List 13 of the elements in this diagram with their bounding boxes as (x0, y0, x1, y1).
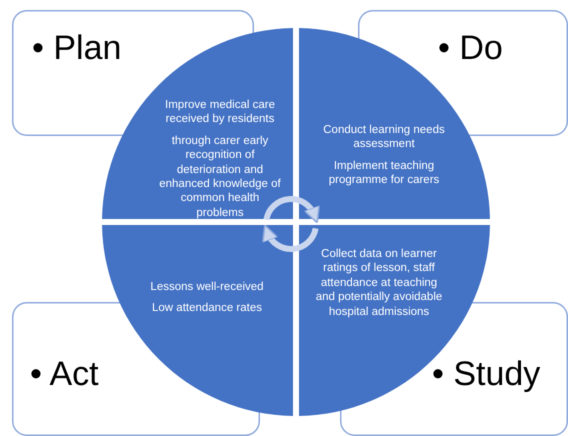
stage-label: • Do (438, 28, 503, 68)
quadrant-text: Improve medical care received by residents (164, 98, 276, 127)
quadrant-text: Collect data on learner ratings of lesson, staff attendance at teaching and potentially avoidable hospital admissions (314, 247, 444, 319)
quadrant-text: through carer early recognition of deterioration and enhanced knowledge of common health problems (158, 134, 282, 220)
quadrant-text: Implement teaching programme for carers (328, 158, 440, 188)
quadrant-text: Low attendance rates (151, 301, 263, 316)
quadrant-text: Lessons well-received (149, 280, 265, 294)
cycle-arrow (262, 224, 319, 252)
stage-label: • Study (432, 354, 540, 394)
stage-label: • Plan (32, 28, 122, 68)
stage-label: • Act (30, 354, 99, 394)
cycle-arrow (263, 196, 320, 224)
quadrant-text: Conduct learning needs assessment (322, 123, 446, 152)
